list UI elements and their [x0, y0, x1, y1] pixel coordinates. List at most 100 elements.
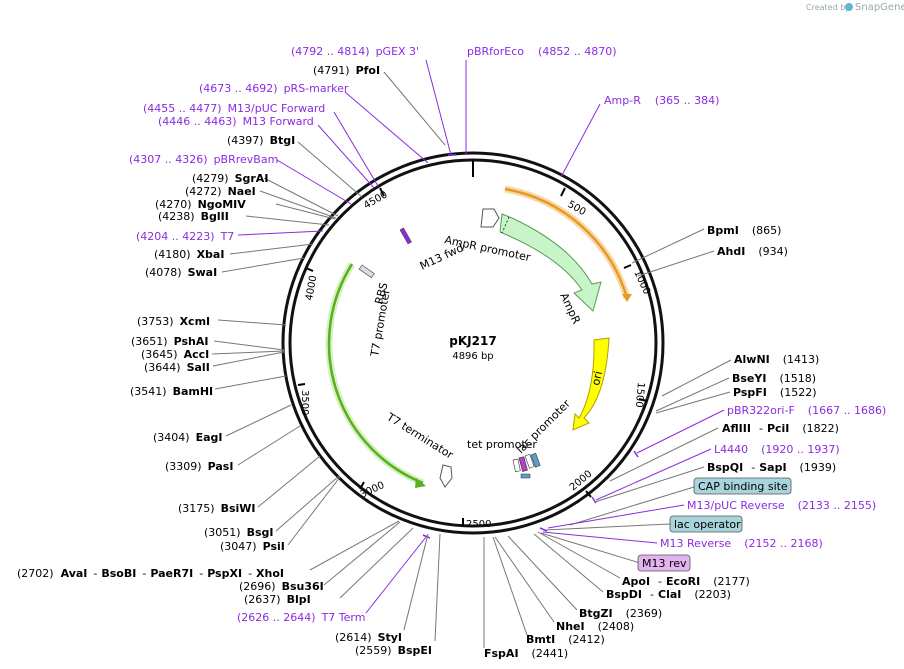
site-eagi: (3404)EagI [153, 431, 222, 444]
pbr322ori-mark [633, 450, 639, 458]
tick-500 [560, 187, 566, 197]
primer-t7-term-name: T7 Term [321, 611, 366, 624]
bsiwi-leader [257, 455, 321, 508]
site-bspei: (2559)BspEI [355, 644, 432, 657]
site-ahdi: AhdI(934) [717, 245, 788, 258]
site-sali-pos: (3644) [144, 361, 181, 374]
amp-r-arc-arrowhead [622, 294, 632, 302]
plasmid-name: pKJ217 [449, 334, 496, 348]
pshai-leader [213, 340, 285, 351]
ori-label: ori [589, 370, 605, 387]
site-bmti-pos: (2412) [568, 633, 605, 646]
bseyi-leader [655, 377, 730, 412]
site-pspfi: PspFI (1522) [733, 386, 816, 399]
afliii-leader [609, 427, 719, 482]
site-xbai: (4180) XbaI [154, 248, 224, 261]
site-ecori-name: EcoRI [666, 575, 700, 588]
site-bmti: BmtI (2412) [526, 633, 605, 646]
site-swai-pos: (4078) [145, 266, 182, 279]
primer-pbr322ori: pBR322ori-F(1667 .. 1686) [727, 404, 886, 417]
site-bglii: (4238)BglII [158, 210, 229, 223]
site-bseyi-name: BseYI [732, 372, 766, 385]
primer-m13puc-reverse: M13/pUC Reverse(2133 .. 2155) [687, 499, 876, 512]
primer-amp-r: Amp-R(365 .. 384) [604, 94, 719, 107]
sep-2: - [142, 567, 146, 580]
site-bamhi-name: BamHI [173, 385, 214, 398]
site-sali-name: SalI [187, 361, 210, 374]
m13puc-fwd-leader [333, 111, 379, 187]
primer-t7-name: T7 [220, 230, 235, 243]
site-acci: (3645) AccI [141, 348, 209, 361]
site-xbai-name: XbaI [197, 248, 225, 261]
site-pshai-name: PshAI [174, 335, 209, 348]
m13-fwd-label: M13 fwd [418, 241, 466, 272]
sep-3: - [199, 567, 203, 580]
tick-4500-mark [379, 187, 385, 197]
site-styi-pos: (2614) [335, 631, 372, 644]
site-bsu36i-pos: (2696) [239, 580, 276, 593]
rbs-label: RBS [372, 281, 390, 306]
site-pspfi-pos: (1522) [780, 386, 817, 399]
t7-primer-leader [237, 230, 324, 236]
site-bsiwi-pos: (3175) [178, 502, 215, 515]
site-btgi-name: BtgI [270, 134, 296, 147]
primer-t7-term-range: (2626 .. 2644) [237, 611, 316, 624]
swai-leader [221, 257, 305, 273]
lac-operator-label: lac operator [674, 518, 741, 531]
site-pshai: (3651)PshAI [131, 335, 208, 348]
sep-bsp: - [751, 461, 755, 474]
site-avai-pos: (2702) [17, 567, 54, 580]
site-bamhi-pos: (3541) [130, 385, 167, 398]
site-blpi-name: BlpI [287, 593, 311, 606]
site-ngomiv: (4270)NgoMIV [155, 198, 246, 211]
ampr-gene-arrow [499, 213, 602, 312]
site-sgrai-pos: (4279) [192, 172, 229, 185]
site-ahdi-name: AhdI [717, 245, 745, 258]
site-pspxi-name: PspXI [207, 567, 242, 580]
site-btgzi-name: BtgZI [579, 607, 613, 620]
l4440-leader [595, 448, 712, 501]
site-bspei-name: BspEI [398, 644, 432, 657]
primer-pbr322ori-name: pBR322ori-F [727, 404, 795, 417]
t7-region-arrowhead [415, 478, 426, 488]
site-styi-name: StyI [378, 631, 402, 644]
site-bmti-name: BmtI [526, 633, 555, 646]
site-acci-pos: (3645) [141, 348, 178, 361]
cap-binding-site-box [693, 477, 792, 495]
site-afliii-pos: (1822) [802, 422, 839, 435]
t7-terminator-glyph [439, 464, 453, 488]
primer-t7-term: (2626 .. 2644) T7 Term [237, 611, 365, 624]
primer-pbrrevbam-range: (4307 .. 4326) [129, 153, 208, 166]
site-xcmi-name: XcmI [180, 315, 211, 328]
site-xbai-pos: (4180) [154, 248, 191, 261]
primer-m13-rev-range: (2152 .. 2168) [744, 537, 823, 550]
site-psii-pos: (3047) [220, 540, 257, 553]
tick-3500-mark [297, 383, 306, 386]
bglii-leader [245, 215, 330, 226]
orange-arc-halo [504, 185, 631, 299]
primer-amp-r-name: Amp-R [604, 94, 641, 107]
primer-m13-fwd-name: M13 Forward [243, 115, 314, 128]
site-pspfi-name: PspFI [733, 386, 767, 399]
m13-fwd-leader [317, 124, 375, 189]
site-bpmi-name: BpmI [707, 224, 739, 237]
primer-pgex3-range: (4792 .. 4814) [291, 45, 370, 58]
site-bsu36i: (2696) Bsu36I [239, 580, 324, 593]
site-acci-name: AccI [184, 348, 210, 361]
site-pfoi-name: PfoI [356, 64, 381, 77]
site-bsiwi: (3175)BsiWI [178, 502, 256, 515]
site-eagi-pos: (3404) [153, 431, 190, 444]
primer-t7-range: (4204 .. 4223) [136, 230, 215, 243]
tet-promoter-label: tet promoter [467, 438, 537, 451]
site-xhoi-name: XhoI [256, 567, 284, 580]
primer-m13puc-rev-name: M13/pUC Reverse [687, 499, 785, 512]
primer-m13-rev-name: M13 Reverse [660, 537, 731, 550]
alwni-leader [661, 359, 732, 397]
bspqi-leader [594, 466, 705, 503]
left-annotations: (4279)SgrAI (4272)NaeI (4270)NgoMIV (423… [17, 172, 441, 657]
primer-prs-marker: (4673 .. 4692)pRS-marker [199, 82, 349, 95]
site-bspdi-group: BspDI-ClaI(2203) [606, 588, 731, 601]
site-bsu36i-name: Bsu36I [282, 580, 324, 593]
bsgi-leader [275, 475, 340, 532]
site-apoi-group: ApoI-EcoRI(2177) [622, 575, 750, 588]
